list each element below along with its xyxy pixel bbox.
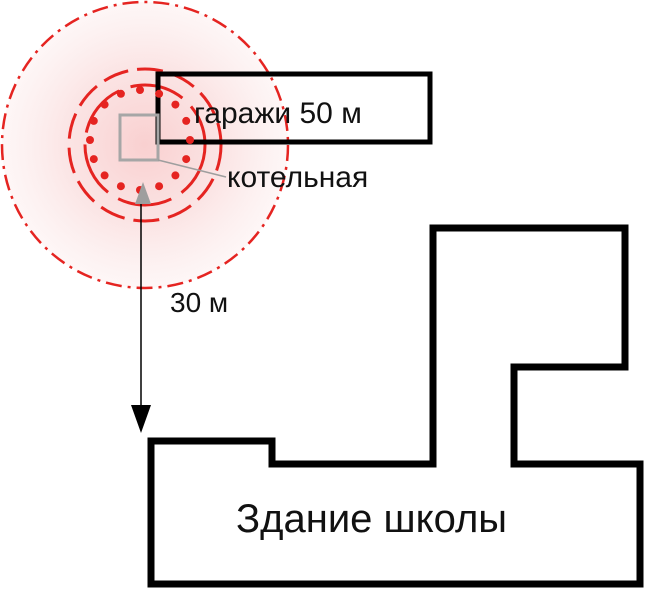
red-dot-marker xyxy=(86,136,94,144)
boiler-pointer-triangle xyxy=(135,182,151,204)
red-dot-marker xyxy=(182,116,191,125)
pollution-zone-fill xyxy=(2,2,288,288)
red-dot-marker xyxy=(100,171,109,180)
outer-zone-circle xyxy=(0,0,290,290)
red-dot-marker xyxy=(155,182,164,191)
boiler-house-label: котельная xyxy=(227,161,368,194)
middle-zone-circle xyxy=(67,67,223,223)
red-dot-marker xyxy=(89,155,98,164)
red-dot-marker xyxy=(182,155,191,164)
inner-zone-circle xyxy=(83,83,207,207)
red-dot-marker xyxy=(136,86,144,94)
red-dot-marker xyxy=(186,136,194,144)
garages-label: гаражи 50 м xyxy=(194,97,362,130)
distance-arrow-head xyxy=(131,405,151,433)
school-building-label: Здание школы xyxy=(236,497,507,541)
red-dot-marker xyxy=(116,89,125,98)
garages-outline xyxy=(155,71,433,145)
boiler-house-outline xyxy=(118,113,160,162)
red-dot-marker xyxy=(100,100,109,109)
red-dot-marker xyxy=(171,171,180,180)
boiler-leader-line xyxy=(157,159,227,178)
school-building-outline xyxy=(147,224,644,588)
red-dot-marker xyxy=(116,182,125,191)
distance-label: 30 м xyxy=(170,287,228,318)
red-dot-marker xyxy=(89,116,98,125)
red-dot-marker xyxy=(171,100,180,109)
red-dot-marker xyxy=(155,89,164,98)
